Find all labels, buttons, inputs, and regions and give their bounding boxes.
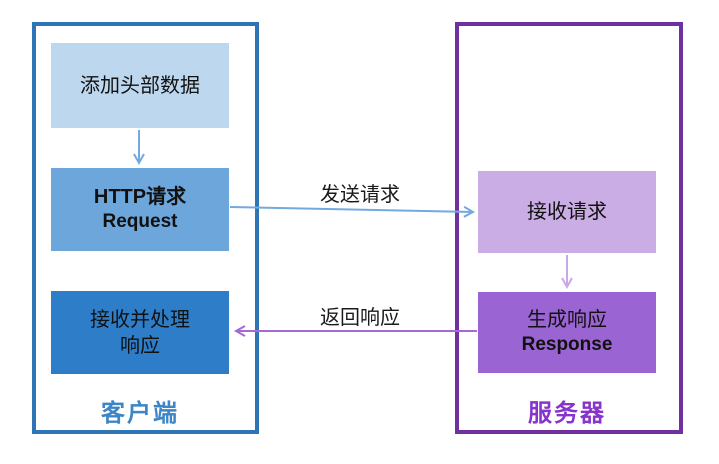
client-label: 客户端 [101, 400, 179, 427]
server-label: 服务器 [528, 400, 606, 427]
return-response-arrow-label: 返回响应 [320, 307, 400, 329]
flow-box-generate-response-text-cn: 生成响应 [527, 309, 607, 332]
arrow-send-request [229, 205, 476, 218]
flow-box-receive-request: 接收请求 [478, 171, 656, 253]
flow-box-receive-request-text: 接收请求 [527, 201, 607, 223]
flow-box-http-request: HTTP请求 Request [51, 168, 229, 251]
flow-box-generate-response-text-en: Response [521, 334, 613, 356]
flow-box-http-request-text-en: Request [102, 211, 178, 233]
flow-box-http-request-text-cn: HTTP请求 [93, 186, 187, 209]
send-request-arrow-label: 发送请求 [320, 184, 400, 206]
flow-box-add-header-text: 添加头部数据 [80, 74, 200, 97]
flow-box-add-header-data: 添加头部数据 [51, 43, 229, 128]
flow-box-receive-process-text-line1: 接收并处理 [90, 308, 190, 331]
flow-box-receive-process-text-line2: 响应 [120, 334, 160, 357]
flow-box-generate-response: 生成响应 Response [478, 292, 656, 373]
flow-box-receive-process-response: 接收并处理 响应 [51, 291, 229, 374]
